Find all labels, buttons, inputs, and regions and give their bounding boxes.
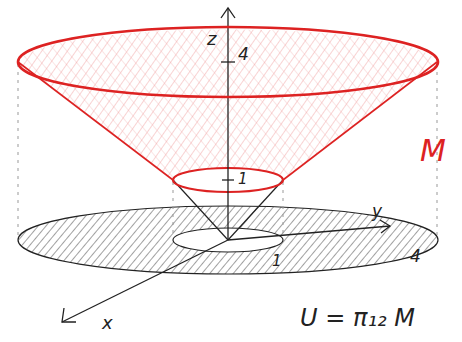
tick-value: 4 [238, 46, 249, 63]
surface-name: M [420, 136, 446, 166]
projection-formula: U = π₁₂ M [300, 306, 415, 330]
tick-value: 1 [238, 172, 248, 187]
tick-value: 1 [272, 254, 282, 269]
axis-name: y [372, 203, 382, 220]
axis-name: x [102, 314, 113, 332]
tick-value: 4 [410, 248, 421, 265]
axis-name: z [207, 30, 216, 48]
